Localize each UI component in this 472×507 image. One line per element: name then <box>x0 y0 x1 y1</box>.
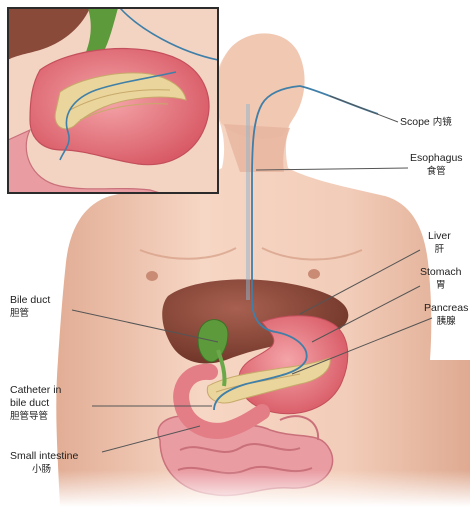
label-esophagus-en: Esophagus <box>410 152 463 164</box>
label-bile-duct-en: Bile duct <box>10 294 50 306</box>
label-bile-duct-zh: 胆管 <box>10 307 50 320</box>
label-small-intestine-zh: 小肠 <box>10 463 78 476</box>
label-catheter-zh: 胆管导管 <box>10 410 61 423</box>
inset-closeup <box>8 8 218 193</box>
label-catheter-en-1: Catheter in <box>10 384 61 397</box>
label-pancreas: Pancreas 胰腺 <box>424 302 468 328</box>
label-esophagus: Esophagus 食管 <box>410 152 463 178</box>
label-liver: Liver 肝 <box>428 230 451 256</box>
leader-scope <box>330 96 398 122</box>
label-catheter-en-2: bile duct <box>10 397 61 410</box>
label-small-intestine-en: Small intestine <box>10 450 78 462</box>
label-stomach-en: Stomach <box>420 266 461 278</box>
label-scope-zh: 内镜 <box>433 117 452 128</box>
label-esophagus-zh: 食管 <box>410 165 463 178</box>
label-bile-duct: Bile duct 胆管 <box>10 294 50 320</box>
label-catheter: Catheter in bile duct 胆管导管 <box>10 384 61 423</box>
label-small-intestine: Small intestine 小肠 <box>10 450 78 476</box>
label-scope: Scope 内镜 <box>400 116 452 129</box>
label-pancreas-zh: 胰腺 <box>424 315 468 328</box>
label-liver-en: Liver <box>428 230 451 242</box>
label-liver-zh: 肝 <box>428 243 451 256</box>
label-stomach-zh: 胃 <box>420 279 461 292</box>
label-stomach: Stomach 胃 <box>420 266 461 292</box>
label-scope-en: Scope <box>400 116 430 128</box>
label-pancreas-en: Pancreas <box>424 302 468 314</box>
